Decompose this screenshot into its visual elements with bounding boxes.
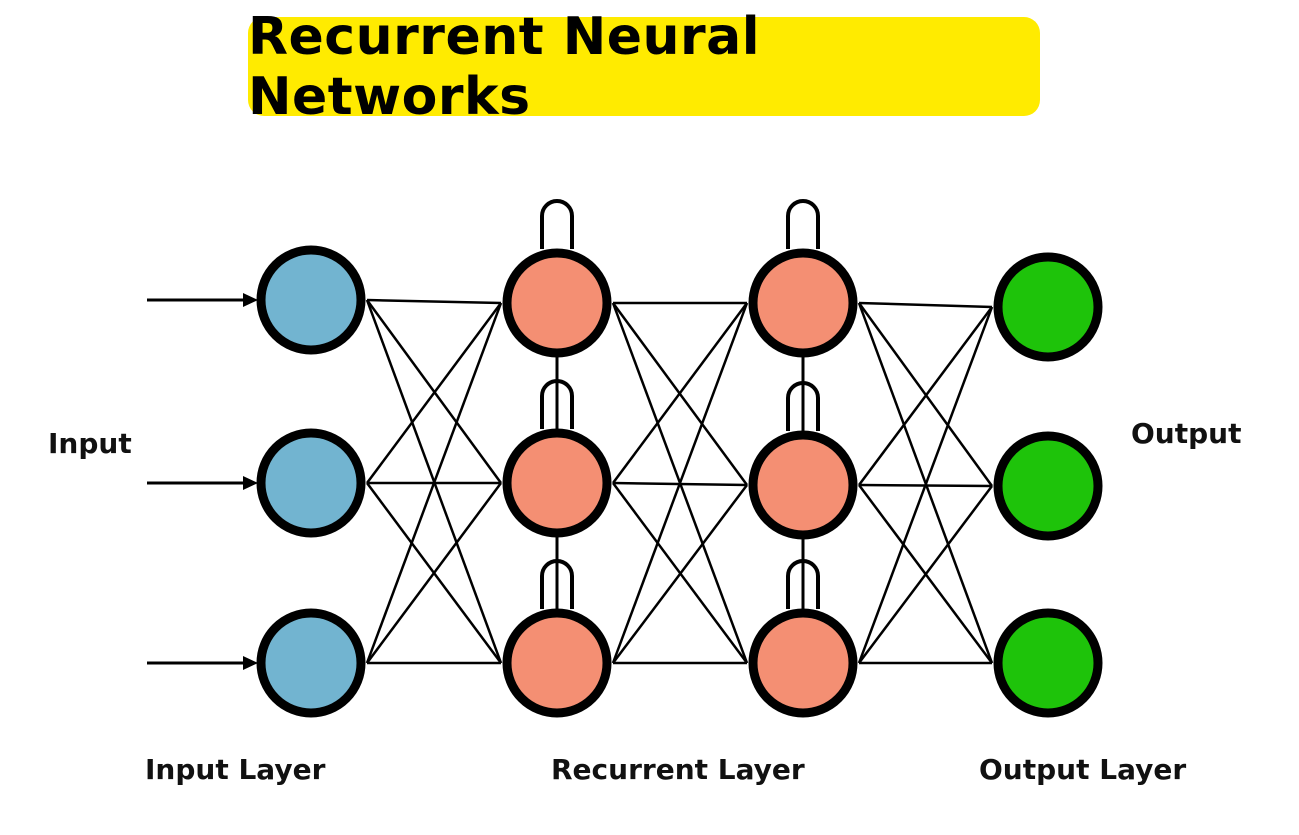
self-loop-arrow xyxy=(540,559,574,609)
input-node xyxy=(256,245,366,355)
input-arrowhead-icon xyxy=(243,656,258,670)
input-layer-label: Input Layer xyxy=(145,753,326,786)
recurrent-node xyxy=(748,608,858,718)
recurrent-node xyxy=(502,608,612,718)
connection-line xyxy=(858,301,993,309)
input-node xyxy=(256,608,366,718)
input-arrowhead-icon xyxy=(243,293,258,307)
recurrent-node xyxy=(748,430,858,540)
connection-line xyxy=(611,302,749,664)
input-label: Input xyxy=(48,427,132,460)
title-banner: Recurrent Neural Networks xyxy=(248,7,1040,127)
recurrent-layer-label: Recurrent Layer xyxy=(551,753,805,786)
self-loop-arrow xyxy=(540,379,574,429)
output-layer-label: Output Layer xyxy=(979,753,1187,786)
connection-line xyxy=(612,484,748,664)
recurrent-node xyxy=(502,248,612,358)
recurrent-node xyxy=(502,428,612,538)
self-loop-arrow xyxy=(786,559,820,609)
output-node xyxy=(993,431,1103,541)
output-node xyxy=(993,608,1103,718)
connection-line xyxy=(858,485,993,664)
connection-line xyxy=(857,306,994,664)
connection-line xyxy=(365,302,503,664)
connection-line xyxy=(365,482,503,664)
connection-line xyxy=(366,298,502,305)
self-loop-arrow xyxy=(786,199,820,249)
self-loop-arrow xyxy=(540,199,574,249)
output-label: Output xyxy=(1131,417,1242,450)
connection-line xyxy=(857,306,994,486)
connection-line xyxy=(611,302,749,484)
output-node xyxy=(993,252,1103,362)
self-loop-arrow xyxy=(786,381,820,431)
page-title: Recurrent Neural Networks xyxy=(248,6,761,127)
connection-line xyxy=(365,302,503,484)
input-arrowhead-icon xyxy=(243,476,258,490)
recurrent-node xyxy=(748,248,858,358)
input-node xyxy=(256,428,366,538)
